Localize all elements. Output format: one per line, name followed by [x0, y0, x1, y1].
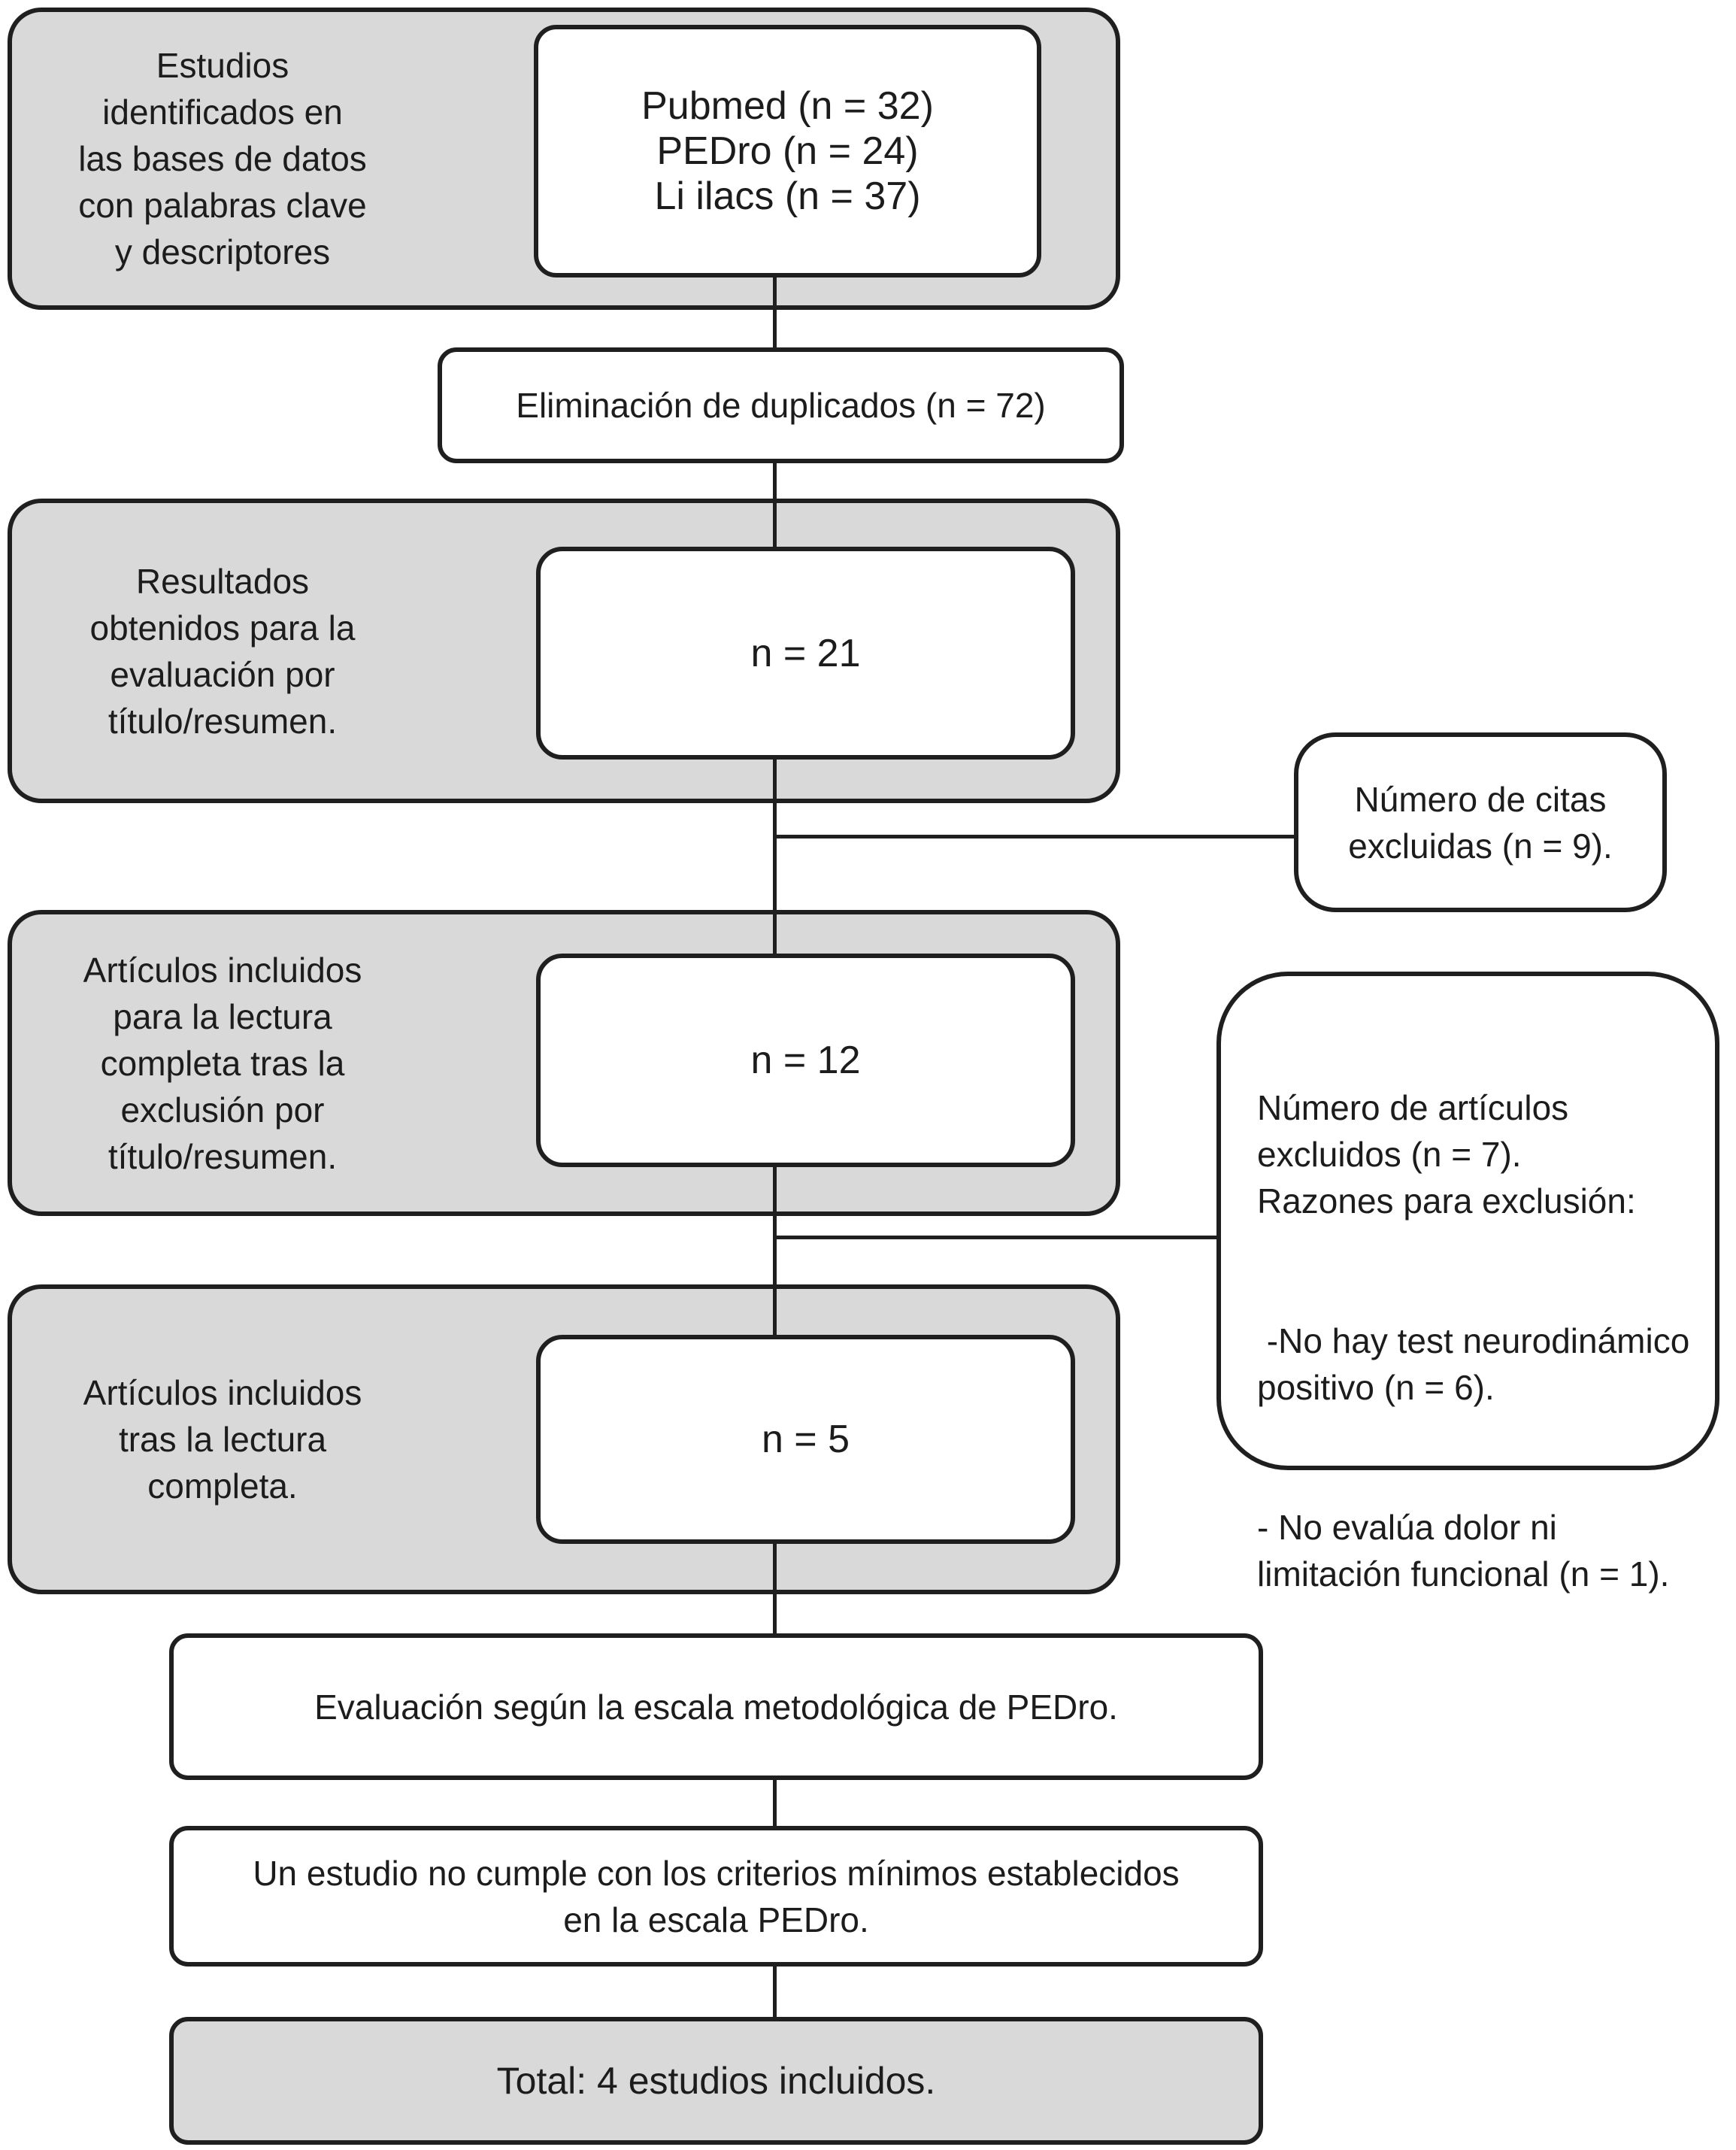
node-total: Total: 4 estudios incluidos. [169, 2017, 1263, 2145]
node-identification-label: Estudios identificados en las bases de d… [78, 46, 367, 271]
node-screening-label: Resultados obtenidos para la evaluación … [89, 561, 356, 741]
node-included-label: Artículos incluidos tras la lectura comp… [83, 1373, 362, 1506]
node-excluded-citations: Número de citas excluidas (n = 9). [1294, 732, 1667, 912]
excluded-articles-reason-2: - No evalúa dolor ni limitación funciona… [1257, 1508, 1670, 1594]
connector-branch-excluded-articles [774, 1236, 1216, 1239]
node-pedro-evaluation: Evaluación según la escala metodológica … [169, 1633, 1263, 1780]
connector-branch-excluded-citations [774, 835, 1294, 838]
node-screening-count: n = 21 [536, 547, 1075, 760]
node-duplicates: Eliminación de duplicados (n = 72) [438, 347, 1124, 463]
node-databases: Pubmed (n = 32) PEDro (n = 24) Li ilacs … [534, 25, 1041, 277]
excluded-articles-summary: Número de artículos excluidos (n = 7). R… [1257, 1088, 1636, 1221]
node-fulltext-count: n = 12 [536, 954, 1075, 1167]
node-pedro-minimum: Un estudio no cumple con los criterios m… [169, 1826, 1263, 1967]
node-fulltext-label: Artículos incluidos para la lectura comp… [83, 950, 362, 1176]
node-excluded-articles: Número de artículos excluidos (n = 7). R… [1216, 972, 1719, 1594]
node-included-count: n = 5 [536, 1335, 1075, 1544]
excluded-articles-reason-1: -No hay test neurodinámico positivo (n =… [1257, 1321, 1690, 1407]
